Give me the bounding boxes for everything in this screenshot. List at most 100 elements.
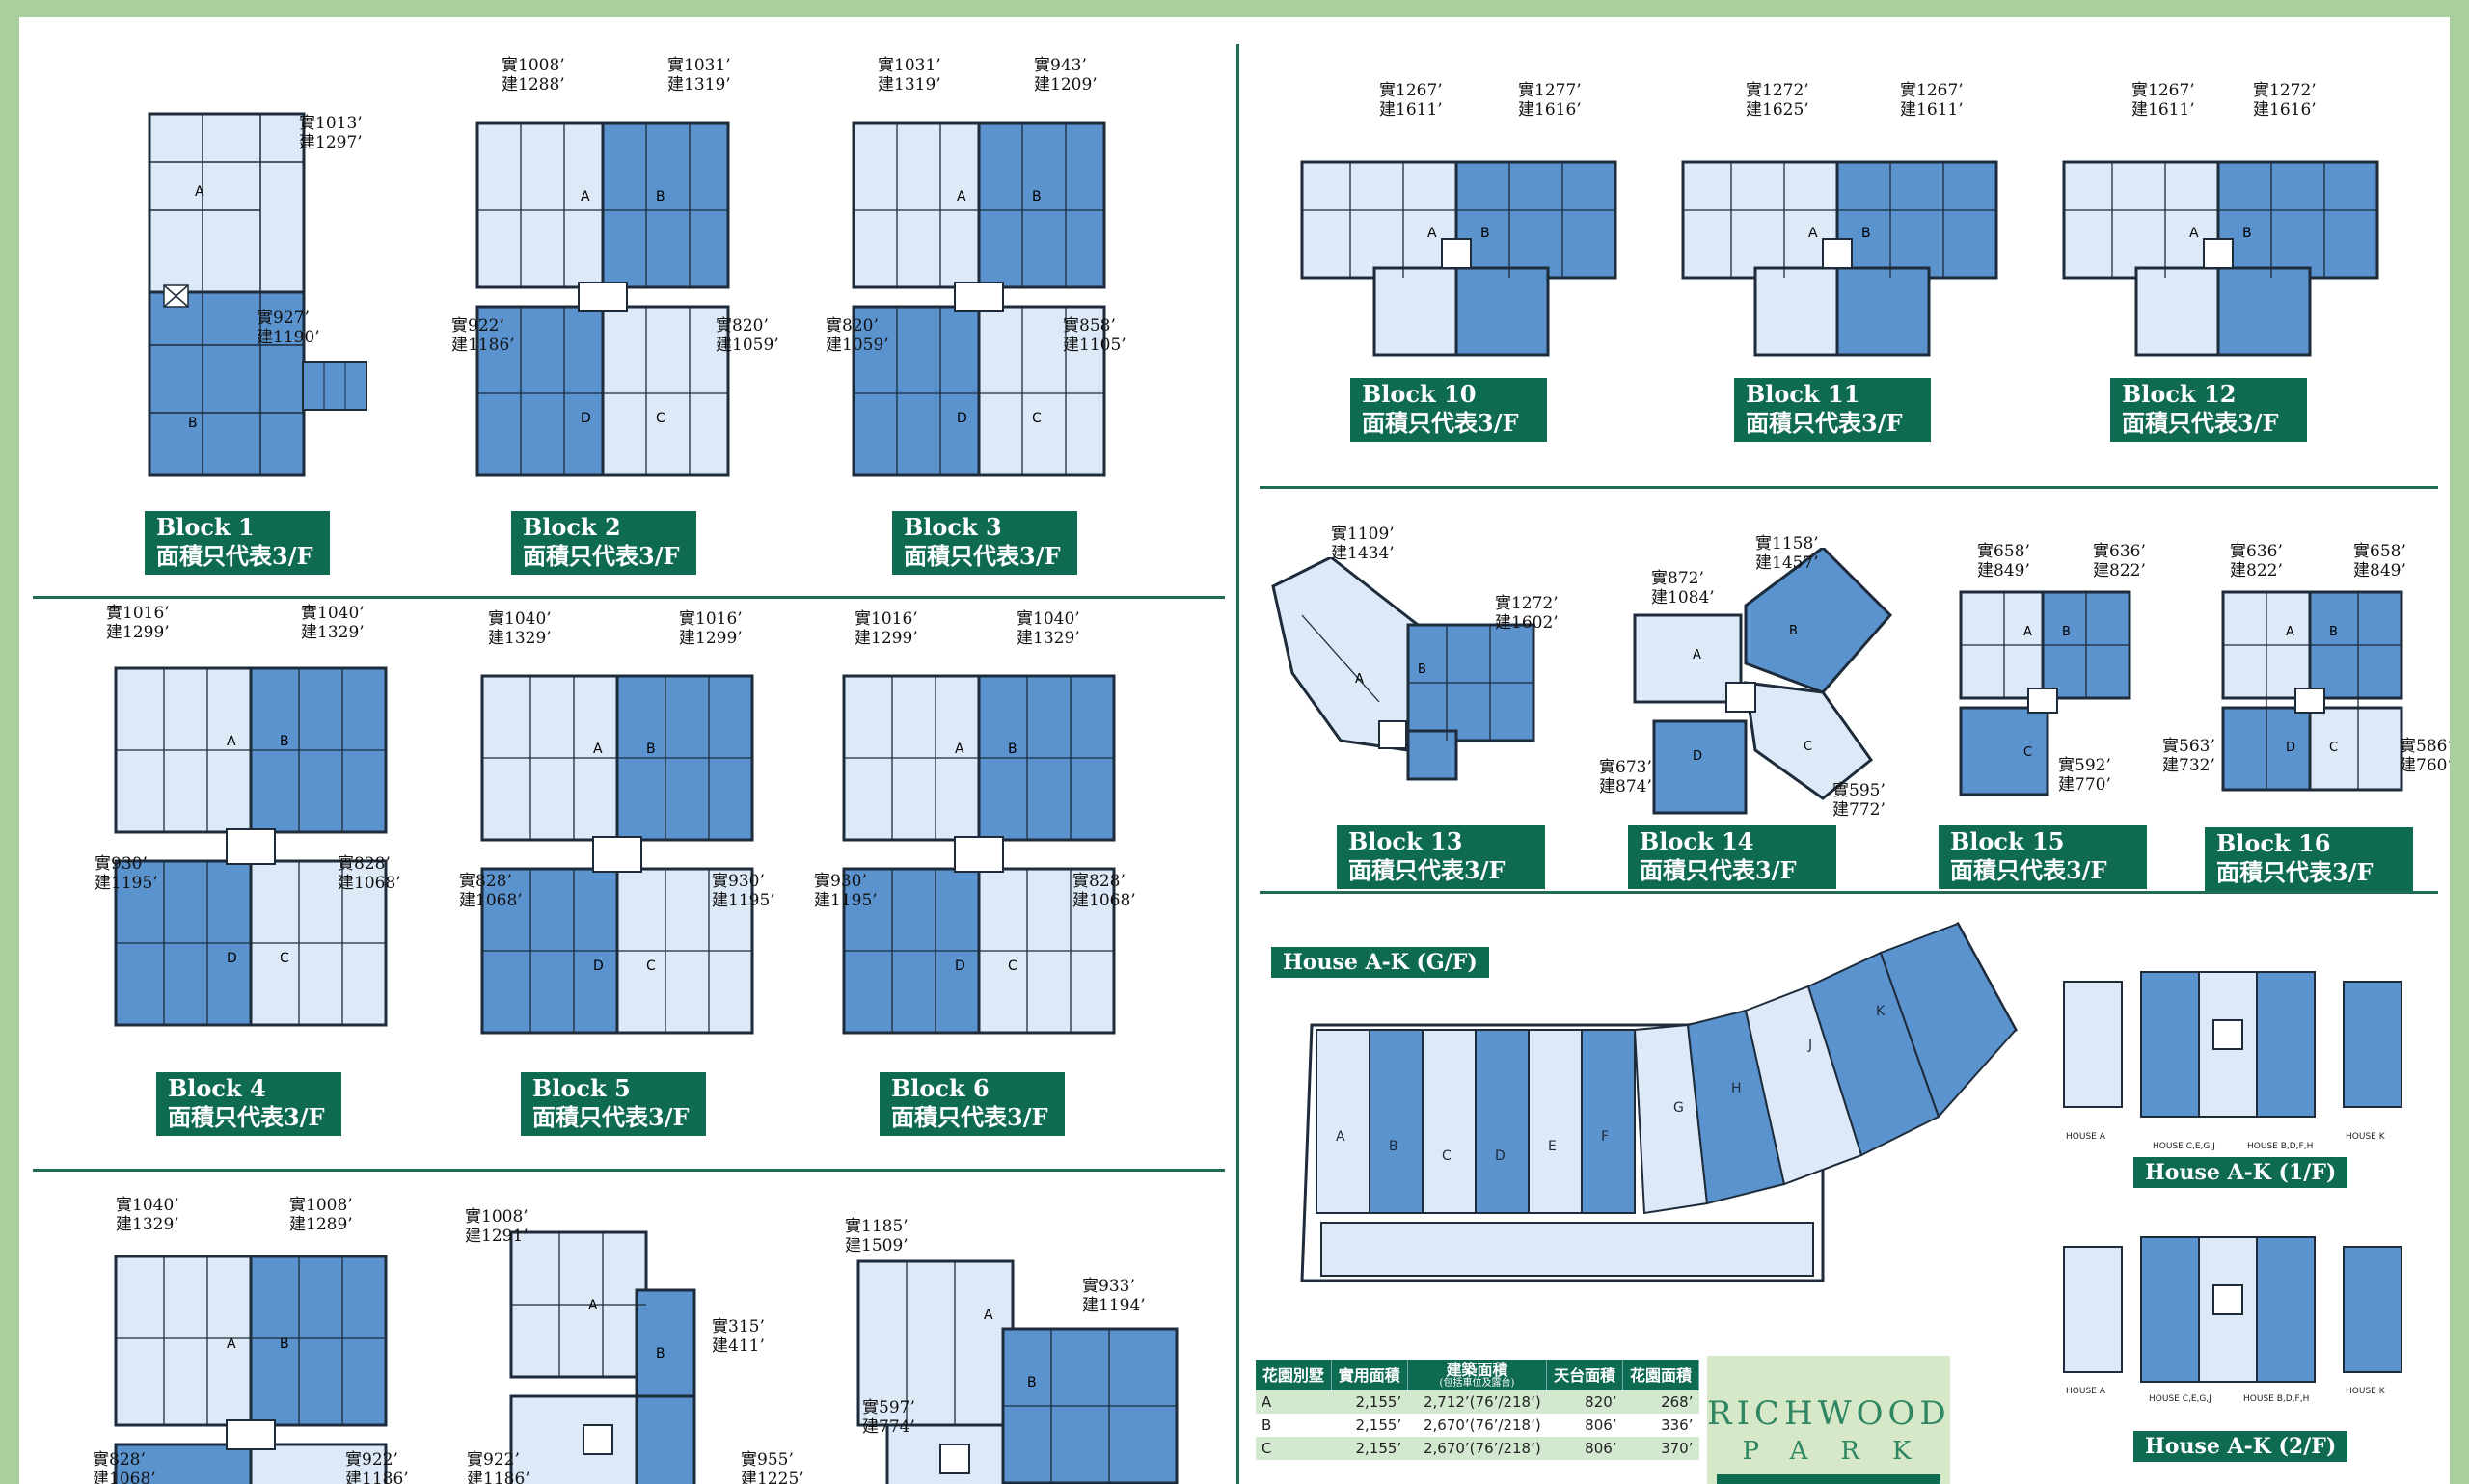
svg-text:J: J: [1807, 1038, 1812, 1053]
area-b15-c: 實592’建770’: [2058, 756, 2111, 795]
area-b6-d: 實930’建1195’: [814, 872, 878, 910]
table-cell: 336’: [1622, 1414, 1699, 1437]
area-b16-d: 實563’建732’: [2162, 737, 2215, 775]
svg-text:D: D: [581, 411, 591, 426]
svg-text:C: C: [646, 958, 656, 974]
svg-text:B: B: [1861, 226, 1871, 241]
svg-text:K: K: [1876, 1004, 1886, 1019]
area-b2-b: 實1031’建1319’: [667, 56, 731, 94]
area-b16-a: 實636’建822’: [2230, 542, 2283, 580]
area-b1-a: 實1013’建1297’: [299, 114, 363, 152]
area-b7-c: 實922’建1186’: [345, 1450, 409, 1484]
area-b8-b: 實315’建411’: [712, 1317, 765, 1356]
house-gf-title: House A-K (G/F): [1271, 947, 1489, 978]
svg-text:C: C: [2329, 741, 2338, 755]
svg-text:B: B: [656, 189, 665, 204]
svg-text:A: A: [1427, 226, 1437, 241]
svg-text:D: D: [2286, 741, 2295, 755]
svg-text:A: A: [1808, 226, 1818, 241]
area-b14-d: 實673’建874’: [1599, 758, 1652, 796]
svg-text:B: B: [1389, 1139, 1398, 1154]
floor-plan-block-12: A B: [2054, 143, 2392, 364]
floor-plan-block-7: A B: [111, 1242, 391, 1484]
svg-text:A: A: [588, 1298, 598, 1313]
svg-text:E: E: [1548, 1139, 1557, 1154]
svg-text:F: F: [1601, 1129, 1609, 1145]
house-type-a-2f: HOUSE A: [2066, 1387, 2105, 1396]
house-type-a-1f: HOUSE A: [2066, 1132, 2105, 1142]
svg-text:D: D: [593, 958, 604, 974]
floor-plan-block-6: A B C D: [839, 661, 1119, 1047]
floor-plan-block-10: A B: [1283, 143, 1630, 364]
logo-bar: [1717, 1474, 1940, 1484]
house-type-bdfh-1f: HOUSE B,D,F,H: [2247, 1142, 2314, 1151]
area-b2-c: 實820’建1059’: [716, 316, 779, 355]
svg-text:A: A: [593, 742, 603, 757]
table-cell: A: [1256, 1390, 1332, 1414]
area-b4-b: 實1040’建1329’: [301, 604, 365, 642]
logo-line-2: PARK: [1742, 1437, 1944, 1466]
house-1f-plan: [2054, 962, 2421, 1136]
area-b16-c: 實586’建760’: [2400, 737, 2450, 775]
area-b6-b: 實1040’建1329’: [1017, 609, 1080, 648]
svg-text:B: B: [2242, 226, 2252, 241]
table-cell: 2,670’(76’/218’): [1407, 1437, 1547, 1460]
house-type-cegj-2f: HOUSE C,E,G,J: [2149, 1394, 2211, 1404]
area-b5-d: 實828’建1068’: [459, 872, 523, 910]
house-2f-plan: [2054, 1228, 2421, 1391]
house-2f-title: House A-K (2/F): [2133, 1431, 2348, 1462]
svg-text:D: D: [957, 411, 967, 426]
svg-text:A: A: [2189, 226, 2199, 241]
svg-text:A: A: [1355, 672, 1364, 687]
floor-plan-block-1-part: [301, 360, 368, 413]
table-cell: 2,155’: [1331, 1414, 1408, 1437]
floor-plan-block-16: A B C D: [2218, 582, 2411, 804]
area-b3-b: 實943’建1209’: [1034, 56, 1098, 94]
area-b4-a: 實1016’建1299’: [106, 604, 170, 642]
floor-plan-block-1: A B: [145, 104, 318, 490]
house-type-k-2f: HOUSE K: [2346, 1387, 2385, 1396]
svg-text:A: A: [984, 1308, 993, 1323]
area-b16-b: 實658’建849’: [2353, 542, 2406, 580]
area-b11-b: 實1267’建1611’: [1900, 81, 1964, 120]
column-divider: [1236, 44, 1239, 1484]
area-b6-c: 實828’建1068’: [1072, 872, 1136, 910]
table-header: 建築面積(包括車位及露台): [1407, 1360, 1548, 1390]
floor-plan-block-14: A B C D: [1630, 548, 1910, 827]
area-b15-b: 實636’建822’: [2093, 542, 2146, 580]
svg-text:D: D: [227, 951, 237, 966]
svg-text:C: C: [1804, 740, 1812, 754]
row-divider: [1260, 891, 2438, 894]
area-b7-b: 實1008’建1289’: [289, 1196, 353, 1234]
house-area-table: 花園別墅 實用面積 建築面積(包括車位及露台) 天台面積 花園面積 A 2,15…: [1256, 1360, 1699, 1460]
area-b8-d: 實922’建1186’: [467, 1450, 530, 1484]
svg-text:C: C: [280, 951, 289, 966]
svg-text:A: A: [955, 742, 964, 757]
area-b4-d: 實930’建1195’: [95, 854, 158, 893]
svg-text:A: A: [957, 189, 966, 204]
area-b13-a: 實1109’建1434’: [1331, 525, 1395, 563]
area-b5-a: 實1040’建1329’: [488, 609, 552, 648]
svg-text:A: A: [227, 734, 236, 749]
area-b3-c: 實858’建1105’: [1063, 316, 1126, 355]
floor-plan-block-13: A B: [1263, 557, 1582, 789]
table-cell: 370’: [1622, 1437, 1699, 1460]
svg-text:A: A: [227, 1336, 236, 1352]
area-b11-a: 實1272’建1625’: [1746, 81, 1809, 120]
area-b3-a: 實1031’建1319’: [878, 56, 941, 94]
table-cell: B: [1256, 1414, 1332, 1437]
table-cell: 2,155’: [1331, 1390, 1408, 1414]
svg-text:B: B: [1480, 226, 1490, 241]
area-b12-a: 實1267’建1611’: [2131, 81, 2195, 120]
svg-text:A: A: [2286, 625, 2294, 639]
svg-text:B: B: [1418, 662, 1426, 677]
